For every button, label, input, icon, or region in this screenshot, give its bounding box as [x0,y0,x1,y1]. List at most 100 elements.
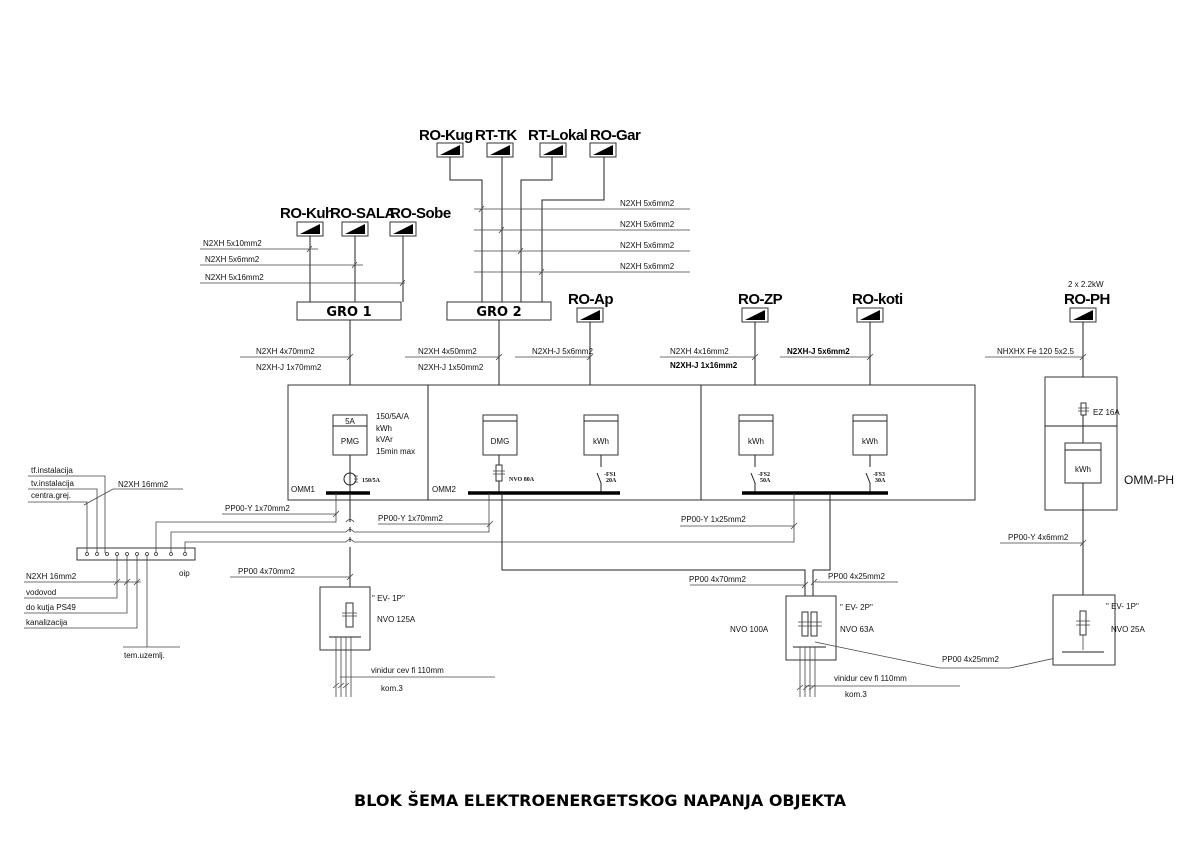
distribution-board-icon [741,307,769,323]
feeder-cables: N2XH 4x70mm2 N2XH-J 1x70mm2 N2XH 4x50mm2… [240,320,1087,415]
fuse-label: EZ 16A [1093,408,1120,417]
fuse-label: NVO 80A [509,477,535,483]
label-ro-koti: RO-koti [852,291,903,308]
breaker-rating: 30A [875,478,886,484]
meter-spec: 15min max [376,447,415,456]
cable-label: N2XH 4x16mm2 [670,347,729,356]
input-label: tf.instalacija [31,466,73,475]
qty-label: kom.3 [381,684,403,693]
meter-label: kWh [748,437,764,446]
meter-label: kWh [593,437,609,446]
fuse-icon [810,611,818,637]
cable-label: N2XH-J 1x16mm2 [670,361,738,370]
meter-label: PMG [341,437,359,446]
omm2-label: OMM2 [432,485,457,494]
meter-label: DMG [491,437,510,446]
breaker-label: -FS1 [604,472,616,478]
label-rt-lokal: RT-Lokal [528,127,588,144]
kwh-meter [583,414,619,456]
breaker-icon [750,455,756,493]
fuse-label: NVO 100A [730,625,769,634]
cable-label: PP00-Y 1x70mm2 [225,504,290,513]
cable-label: N2XH 5x6mm2 [620,220,675,229]
label-rt-tk: RT-TK [475,127,517,144]
ev1p-left: PP00 4x70mm2 " EV- 1P" NVO 125A vinidur … [230,493,495,697]
label-ro-sala: RO-SALA [330,205,395,222]
meter-header: 5A [345,417,355,426]
distribution-board-icon [589,142,617,158]
cable-label: PP00 4x25mm2 [828,572,885,581]
input-label: centra.grej. [31,491,71,500]
cable-label: N2XH 5x6mm2 [620,241,675,250]
omm-ph-label: OMM-PH [1124,473,1174,487]
breaker-icon [596,455,602,493]
cable-label: PP00-Y 1x70mm2 [378,514,443,523]
earthing-bar-label: oip [179,569,190,578]
meter-spec: kWh [376,424,392,433]
dmg-meter [482,414,518,456]
breaker-label: -FS2 [758,472,770,478]
omm-ph-cabinet: EZ 16A kWh OMM-PH PP00-Y 4x6mm2 [1000,376,1174,600]
output-label: tem.uzemlj. [124,651,165,660]
cable-label: PP00 4x70mm2 [689,575,746,584]
gro1-box [296,301,402,321]
cable-label: N2XH 5x10mm2 [203,239,262,248]
ev-label: " EV- 1P" [1106,602,1139,611]
fuse-icon [345,602,354,628]
output-label: do kutja PS49 [26,603,76,612]
cable-label: N2XH 16mm2 [118,480,169,489]
pmg-meter [332,414,368,456]
cable-label: N2XH-J 5x6mm2 [787,347,850,356]
fuse-icon [1080,402,1087,416]
label-ro-kuh: RO-Kuh [280,205,334,222]
distribution-board-icon [576,307,604,323]
earthing-bar: oip tf.instalacija tv.instalacija centra… [24,466,196,660]
subboards-gro2: RO-Kug RT-TK RT-Lokal RO-Gar N2XH 5x6mm2… [419,127,690,302]
label-ro-zp: RO-ZP [738,291,783,308]
label-ro-gar: RO-Gar [590,127,641,144]
cable-label: PP00 4x70mm2 [238,567,295,576]
label-ro-kug: RO-Kug [419,127,473,144]
pipe-label: vinidur cev fi 110mm [371,666,444,675]
fuse-icon [495,464,503,482]
fuse-label: NVO 25A [1111,625,1145,634]
ev-label: " EV- 2P" [840,603,873,612]
distribution-board-icon [856,307,884,323]
meter-spec: 150/5A/A [376,412,410,421]
gro1-label: GRO 1 [326,305,371,320]
ct-label: 150/5A [362,478,381,484]
subboards-gro1: RO-Kuh RO-SALA RO-Sobe N2XH 5x10mm2 N2XH… [200,205,451,302]
fuse-label: NVO 63A [840,625,874,634]
cable-label: N2XH-J 5x6mm2 [532,347,593,356]
ev1p-right: " EV- 1P" NVO 25A [1052,594,1145,666]
fuse-icon [1079,610,1087,636]
cable-label: N2XH 5x16mm2 [205,273,264,282]
distribution-board-icon [1069,307,1097,323]
cable-label: N2XH-J 1x70mm2 [256,363,322,372]
label-ro-sobe: RO-Sobe [390,205,451,222]
input-label: tv.instalacija [31,479,75,488]
cable-label: N2XH 5x6mm2 [205,255,260,264]
cable-label: N2XH-J 1x50mm2 [418,363,484,372]
cable-label: PP00 4x25mm2 [942,655,999,664]
cable-label: N2XH 5x6mm2 [620,262,675,271]
distribution-board-icon [296,221,324,237]
distribution-board-icon [389,221,417,237]
ev-label: " EV- 1P" [372,594,405,603]
ev2p: PP00 4x70mm2 PP00 4x25mm2 " EV- 2P" NVO … [689,572,1084,699]
gro2-label: GRO 2 [476,305,521,320]
distribution-board-icon [341,221,369,237]
output-label: kanalizacija [26,618,68,627]
distribution-board-icon [436,142,464,158]
cable-label: N2XH 4x70mm2 [256,347,315,356]
meter-spec: kVAr [376,435,393,444]
ro-ph-power: 2 x 2.2kW [1068,280,1104,289]
cable-label: N2XH 5x6mm2 [620,199,675,208]
breaker-icon [865,455,871,493]
cable-label: PP00-Y 4x6mm2 [1008,533,1069,542]
output-label: vodovod [26,588,56,597]
distribution-board-icon [539,142,567,158]
cable-label: NHXHX Fe 120 5x2.5 [997,347,1074,356]
pipe-label: vinidur cev fi 110mm [834,674,907,683]
